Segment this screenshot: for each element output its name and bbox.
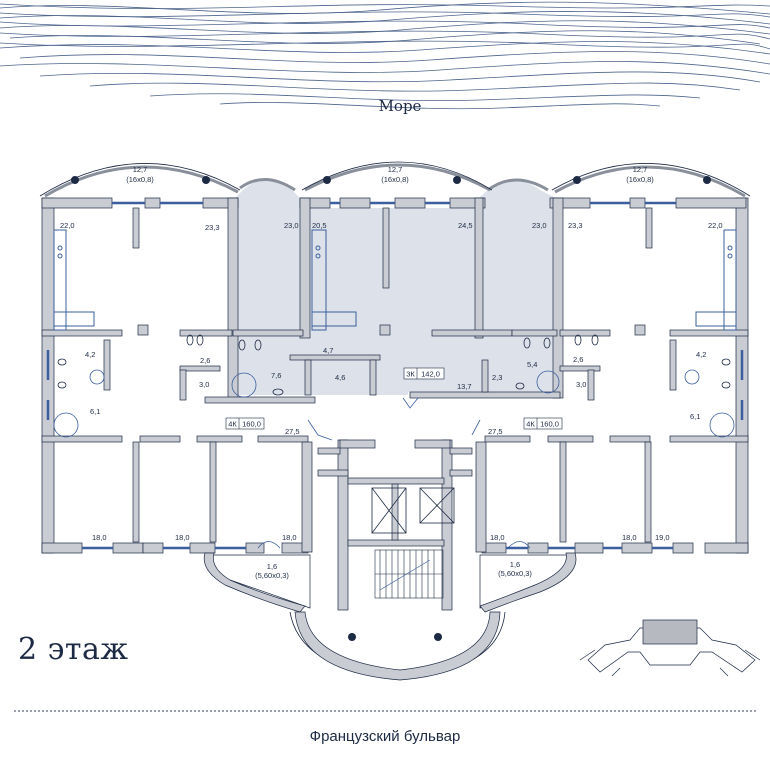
room-label: 7,6	[271, 371, 281, 380]
room-label: (16x0,8)	[626, 175, 654, 184]
floor-title: 2 этаж	[18, 632, 129, 667]
room-label: 23,0	[284, 221, 299, 230]
highlighted-apartment-3k	[235, 179, 556, 395]
lower-balconies	[203, 552, 577, 681]
room-label: (5,60x0,3)	[498, 569, 532, 578]
kitchens	[53, 229, 737, 331]
room-label: 18,0	[282, 533, 297, 542]
room-label: 5,4	[527, 360, 537, 369]
apartment-label-1: 4К 160,0	[225, 417, 265, 430]
room-label: 23,3	[205, 223, 220, 232]
staircase	[374, 549, 444, 599]
apartment-code: 3К	[406, 370, 415, 379]
room-label: 18,0	[622, 533, 637, 542]
room-label: 1,6	[267, 562, 277, 571]
room-label: 18,0	[490, 533, 505, 542]
room-label: 6,1	[90, 407, 100, 416]
apartment-area: 142,0	[421, 370, 440, 379]
room-label: 2,6	[573, 355, 583, 364]
room-label: 22,0	[60, 221, 75, 230]
room-label: 20,5	[312, 221, 327, 230]
room-label: 12,7	[633, 165, 648, 174]
balcony-columns	[71, 176, 711, 641]
room-label: 4,6	[335, 373, 345, 382]
room-label: (16x0,8)	[126, 175, 154, 184]
apartment-area: 160,0	[540, 420, 559, 429]
street-label: Французский бульвар	[309, 728, 461, 745]
divider-line	[14, 710, 756, 712]
site-minimap	[579, 619, 761, 677]
room-label: 2,3	[492, 373, 502, 382]
doors	[257, 397, 531, 549]
elevators	[371, 487, 455, 534]
room-label: 19,0	[655, 533, 670, 542]
room-label: 1,6	[510, 560, 520, 569]
room-label: 2,6	[200, 356, 210, 365]
apartment-label-3: 4К 160,0	[523, 417, 563, 430]
room-label: 6,1	[690, 412, 700, 421]
room-label: (16x0,8)	[381, 175, 409, 184]
apartment-code: 4К	[228, 420, 237, 429]
windows	[46, 201, 744, 550]
room-label: 4,2	[85, 350, 95, 359]
room-label: 4,7	[323, 346, 333, 355]
room-label: 27,5	[285, 427, 300, 436]
room-label: 22,0	[708, 221, 723, 230]
bathroom-fixtures	[53, 334, 735, 438]
room-label: 12,7	[388, 165, 403, 174]
room-label: 27,5	[488, 427, 503, 436]
room-label: 12,7	[133, 165, 148, 174]
sea-waves	[0, 1, 770, 110]
room-label: 3,0	[199, 380, 209, 389]
room-label: 24,5	[458, 221, 473, 230]
room-label: 4,2	[696, 350, 706, 359]
apartment-label-2: 3К 142,0	[403, 367, 445, 380]
room-labels: 12,7 (16x0,8) 12,7 (16x0,8) 12,7 (16x0,8…	[60, 165, 723, 580]
room-label: 23,3	[568, 221, 583, 230]
room-label: 23,0	[532, 221, 547, 230]
apartment-area: 160,0	[242, 420, 261, 429]
room-label: 18,0	[92, 533, 107, 542]
room-label: (5,60x0,3)	[255, 571, 289, 580]
apartment-code: 4К	[526, 420, 535, 429]
room-label: 13,7	[457, 382, 472, 391]
sea-label: Море	[379, 97, 422, 115]
room-label: 3,0	[576, 380, 586, 389]
room-label: 18,0	[175, 533, 190, 542]
